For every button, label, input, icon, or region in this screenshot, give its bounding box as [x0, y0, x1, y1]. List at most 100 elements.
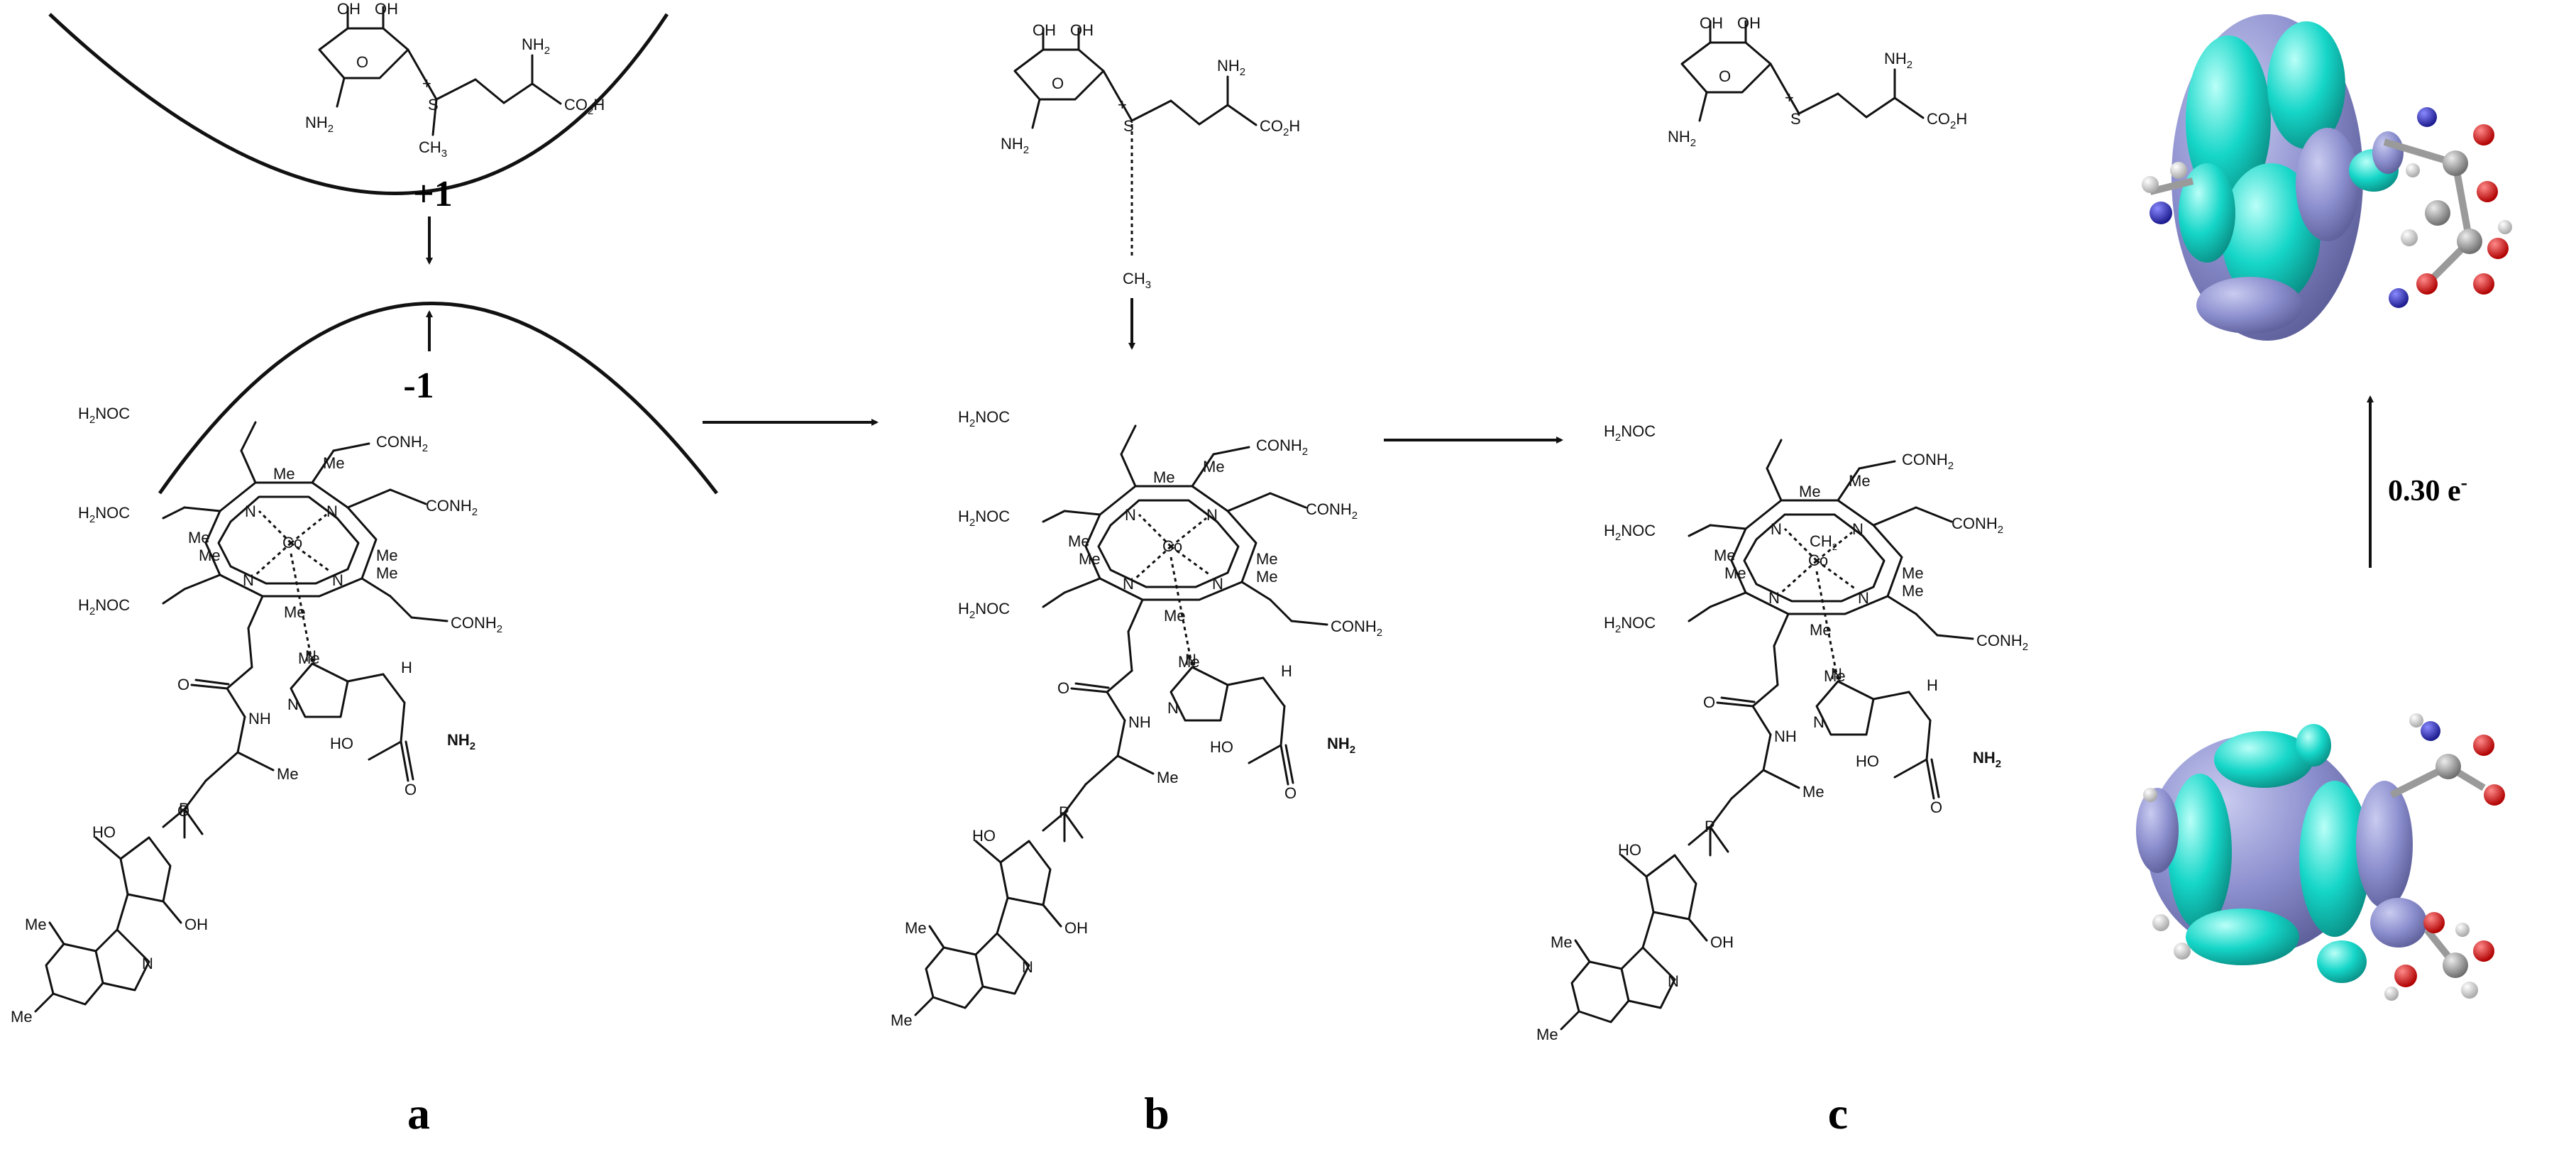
svg-text:N: N [1831, 665, 1842, 683]
svg-text:Co: Co [282, 534, 302, 551]
svg-text:N: N [305, 647, 317, 665]
panel-a: +1 -1 OH OH O NH2 S + CH3 NH2 CO2H Co N … [11, 0, 718, 1138]
svg-text:Me: Me [1802, 783, 1824, 801]
svg-text:N: N [1768, 589, 1780, 607]
svg-text:Me: Me [1068, 532, 1090, 550]
svg-text:Me: Me [376, 547, 398, 564]
svg-text:O: O [356, 53, 368, 71]
svg-text:OH: OH [1070, 21, 1094, 39]
svg-text:Me: Me [1902, 582, 1924, 600]
svg-text:N: N [1212, 575, 1223, 593]
svg-text:NH: NH [248, 710, 271, 728]
molecule-balls-lower [2143, 713, 2505, 1001]
svg-text:Co: Co [1808, 551, 1828, 569]
sam-molecule-b: OH OH O NH2 S + CH3 NH2 CO2H [1001, 21, 1300, 291]
charge-minus-one: -1 [403, 366, 434, 406]
svg-text:N: N [1123, 575, 1134, 593]
transfer-label: 0.30 e- [2388, 472, 2467, 507]
svg-text:H2NOC: H2NOC [958, 600, 1010, 621]
svg-text:OH: OH [1700, 14, 1723, 32]
svg-text:Me: Me [1178, 653, 1200, 671]
methylcobalamin-c: CH2 Co N N N N Me Me Me Me Me Me Me Me H… [1536, 422, 2028, 1043]
svg-text:P: P [179, 800, 189, 818]
svg-text:Me: Me [1724, 564, 1746, 582]
svg-text:Me: Me [25, 916, 47, 933]
svg-text:CONH2: CONH2 [1306, 500, 1358, 522]
svg-text:Me: Me [891, 1011, 913, 1029]
svg-text:H2NOC: H2NOC [1604, 614, 1656, 635]
svg-text:O: O [177, 802, 189, 820]
svg-text:N: N [142, 955, 153, 972]
svg-text:Me: Me [188, 529, 210, 547]
upper-potential-curve [48, 13, 669, 195]
orbital-lower [2136, 713, 2505, 1001]
svg-text:O: O [404, 781, 417, 798]
svg-text:Co: Co [1162, 537, 1182, 555]
svg-text:Me: Me [1824, 667, 1846, 685]
panel-label-c: c [1828, 1088, 1848, 1138]
svg-text:HO: HO [1618, 841, 1641, 859]
svg-text:HO: HO [1210, 738, 1233, 756]
svg-text:HO: HO [972, 827, 996, 845]
svg-text:Me: Me [1551, 933, 1573, 951]
svg-text:CONH2: CONH2 [1902, 451, 1954, 472]
svg-text:CONH2: CONH2 [1952, 515, 2003, 536]
svg-text:N: N [1206, 506, 1218, 524]
molecule-balls-upper [2142, 107, 2512, 308]
panel-label-a: a [407, 1088, 430, 1138]
svg-text:Me: Me [1536, 1026, 1558, 1043]
svg-text:Me: Me [1164, 607, 1186, 625]
panel-c: OH OH O NH2 S + NH2 CO2H CH2 Co N N N N … [1536, 14, 2028, 1138]
svg-text:O: O [1930, 798, 1942, 816]
svg-text:Me: Me [1810, 621, 1832, 639]
svg-text:Me: Me [905, 919, 927, 937]
cobalamin-b: Co N N N N Me Me Me Me Me Me Me Me H2NOC… [891, 408, 1382, 1029]
svg-text:HO: HO [92, 823, 116, 841]
svg-text:HO: HO [330, 735, 353, 752]
svg-text:S: S [1123, 117, 1134, 135]
svg-text:Me: Me [1153, 468, 1175, 486]
svg-text:N: N [1185, 651, 1196, 669]
svg-text:Me: Me [1902, 564, 1924, 582]
svg-text:CONH2: CONH2 [451, 614, 502, 635]
svg-text:NH2: NH2 [1327, 735, 1355, 756]
svg-text:CONH2: CONH2 [1331, 617, 1382, 639]
svg-text:N: N [1813, 713, 1824, 731]
svg-text:N: N [245, 503, 256, 520]
svg-text:NH2: NH2 [447, 731, 475, 752]
svg-text:Me: Me [1849, 472, 1871, 490]
svg-text:CH3: CH3 [1123, 270, 1151, 291]
svg-text:Me: Me [1157, 769, 1179, 786]
svg-text:N: N [332, 571, 343, 589]
svg-text:N: N [1852, 520, 1864, 538]
svg-text:NH2: NH2 [522, 35, 550, 57]
svg-text:Me: Me [1256, 568, 1278, 586]
svg-text:CONH2: CONH2 [1976, 632, 2028, 653]
svg-text:O: O [1284, 784, 1297, 802]
svg-text:CO2H: CO2H [1927, 110, 1967, 131]
lower-potential-curve [158, 302, 718, 495]
svg-text:NH: NH [1774, 728, 1797, 745]
svg-text:O: O [177, 676, 189, 693]
svg-text:H2NOC: H2NOC [78, 504, 130, 525]
svg-text:Me: Me [1799, 483, 1821, 500]
svg-text:H2NOC: H2NOC [958, 507, 1010, 529]
svg-text:NH2: NH2 [1668, 128, 1696, 149]
svg-text:Me: Me [323, 454, 345, 472]
svg-text:N: N [243, 571, 254, 589]
svg-text:Me: Me [284, 603, 306, 621]
svg-text:Me: Me [1256, 550, 1278, 568]
svg-text:Me: Me [199, 547, 221, 564]
svg-text:CO2H: CO2H [564, 96, 605, 117]
svg-text:CH3: CH3 [419, 138, 447, 160]
svg-text:H2NOC: H2NOC [78, 405, 130, 426]
svg-text:Me: Me [376, 564, 398, 582]
svg-text:+: + [1785, 89, 1794, 106]
svg-text:NH2: NH2 [1217, 57, 1245, 78]
svg-text:O: O [1719, 67, 1731, 85]
svg-text:CONH2: CONH2 [1256, 436, 1308, 458]
svg-text:N: N [1125, 506, 1136, 524]
sam-molecule-c: OH OH O NH2 S + NH2 CO2H [1668, 14, 1967, 149]
svg-text:Me: Me [11, 1008, 33, 1026]
svg-text:H2NOC: H2NOC [958, 408, 1010, 429]
